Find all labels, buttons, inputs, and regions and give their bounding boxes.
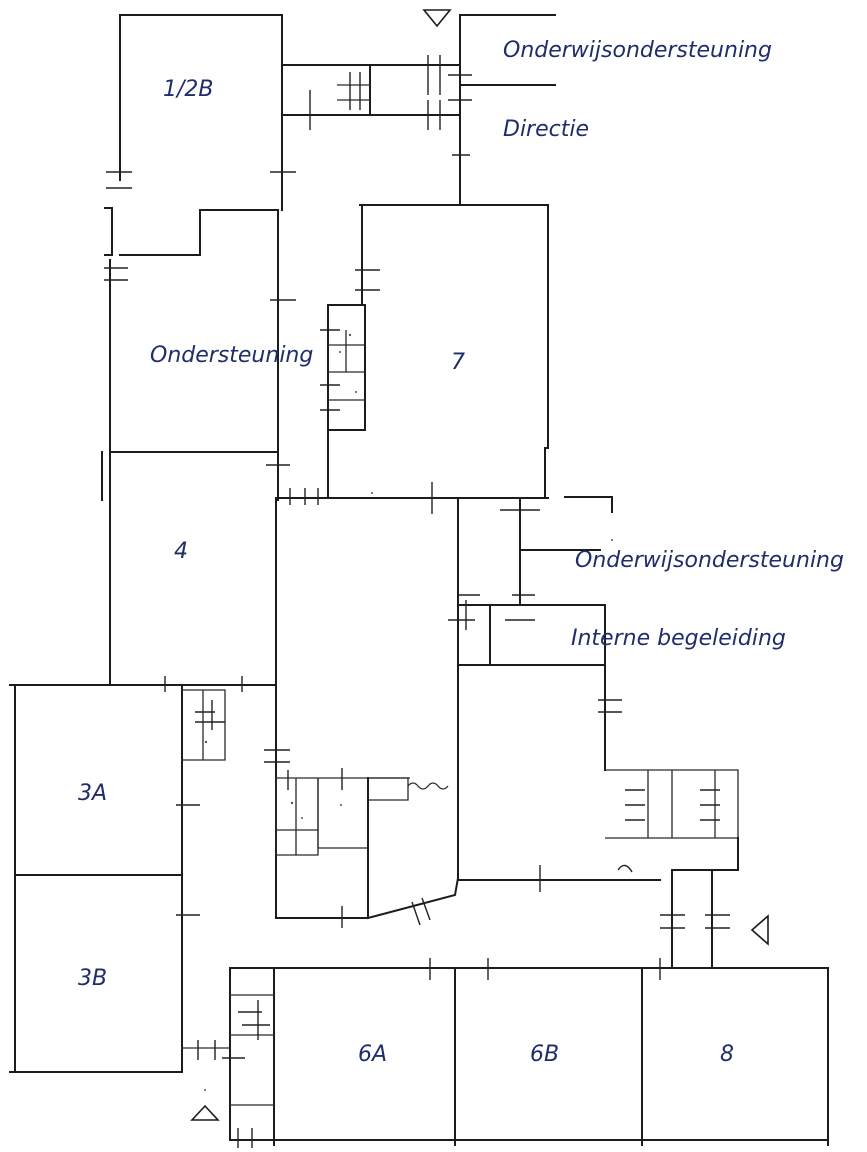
scan-speckles <box>204 333 613 1091</box>
walls-top-right-block <box>359 14 556 499</box>
room-label-6b: 6B <box>530 1042 559 1067</box>
walls-room-4 <box>109 451 277 686</box>
room-label-interne-begeleiding: Interne begeleiding <box>571 626 786 651</box>
room-label-1-2b: 1/2B <box>163 77 214 102</box>
room-label-8: 8 <box>720 1042 734 1067</box>
walls-bottom-row <box>229 958 829 1146</box>
cabinet-cluster-upper-left <box>182 689 226 761</box>
walls-central-bottom <box>275 664 661 928</box>
walls-top-left-block <box>101 14 283 501</box>
room-label-3b: 3B <box>78 966 107 991</box>
room-label-onderwijsondersteuning-middle: Onderwijsondersteuning <box>575 548 844 573</box>
room-label-6a: 6A <box>358 1042 387 1067</box>
room-label-ondersteuning: Ondersteuning <box>150 343 313 368</box>
entrance-top-marker <box>422 9 452 28</box>
entrance-right-marker <box>750 914 769 946</box>
walls-top-connector <box>281 55 461 130</box>
walls-left-wing <box>9 676 290 1073</box>
room-label-3a: 3A <box>78 781 107 806</box>
walls-bottom-left-annex <box>182 967 275 1148</box>
room-label-7: 7 <box>451 350 465 375</box>
cabinet-cluster-right <box>605 769 739 969</box>
room-label-onderwijsondersteuning-top: Onderwijsondersteuning <box>503 38 772 63</box>
room-label-directie: Directie <box>503 117 589 142</box>
walls-room-7 <box>277 204 549 514</box>
room-label-4: 4 <box>174 539 188 564</box>
door-marks-top-left <box>104 171 296 466</box>
walls-middle-right-block <box>448 496 622 771</box>
entrance-bottom-marker <box>190 1104 220 1121</box>
